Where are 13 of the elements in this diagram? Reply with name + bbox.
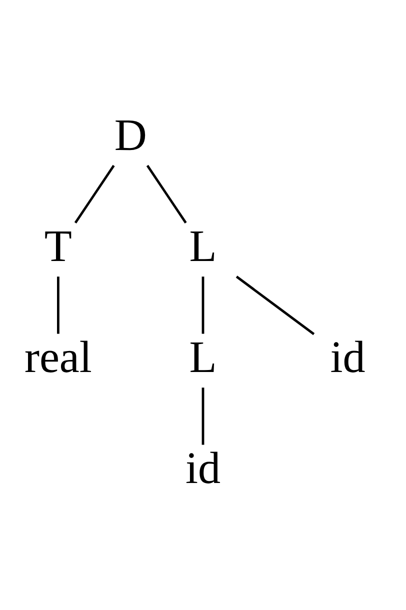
connector bbox=[146, 164, 187, 223]
connector bbox=[236, 275, 315, 335]
node-text: L bbox=[189, 220, 217, 271]
connector bbox=[202, 276, 204, 334]
node-text: id bbox=[185, 442, 221, 493]
node-text: id bbox=[330, 332, 366, 382]
connector bbox=[202, 387, 204, 444]
node-text: L bbox=[189, 332, 217, 382]
connector bbox=[74, 164, 115, 223]
node-text: T bbox=[44, 220, 72, 271]
connector bbox=[57, 276, 60, 334]
node-text: D bbox=[114, 110, 147, 160]
node-text: real bbox=[24, 332, 92, 382]
